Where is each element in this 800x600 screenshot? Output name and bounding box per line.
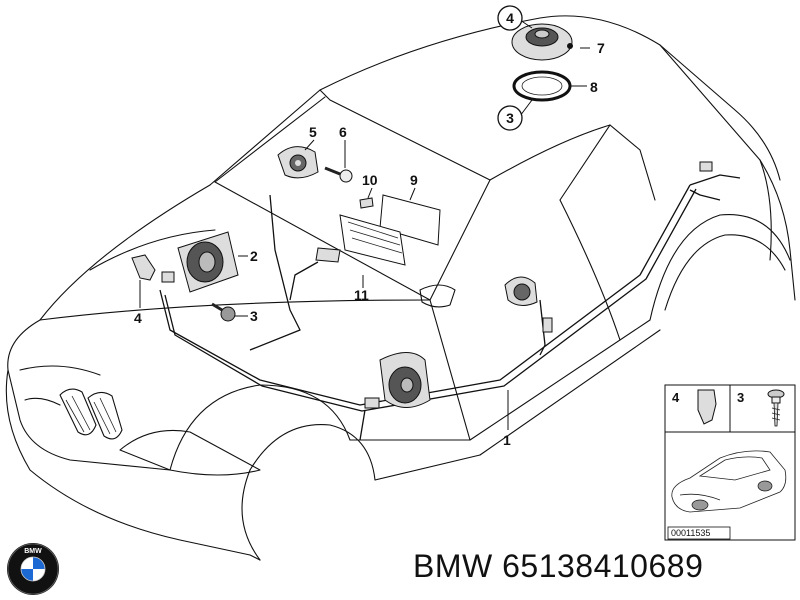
logo-text: BMW [24, 548, 42, 555]
part-number: 65138410689 [502, 548, 704, 584]
callout-2: 2 [250, 248, 258, 264]
callout-11: 11 [354, 287, 369, 303]
clip-icon [697, 389, 717, 425]
callout-4-top: 4 [506, 10, 514, 26]
callout-3-front: 3 [250, 308, 258, 324]
tweeter [277, 146, 319, 179]
callout-4-front: 4 [134, 310, 142, 326]
callout-3-top: 3 [506, 110, 514, 126]
inset-label-3: 3 [737, 390, 744, 405]
callout-3-circle [497, 105, 523, 131]
callout-9: 9 [410, 172, 418, 188]
callout-7: 7 [597, 40, 605, 56]
mid-speaker [504, 276, 538, 306]
rear-connector-icon [699, 161, 713, 172]
inset-box: 4 3 00011535 [664, 384, 796, 541]
connector-icon [542, 317, 553, 333]
wiring-harness [159, 161, 741, 441]
callout-6: 6 [339, 124, 347, 140]
amplifier-parts [315, 194, 441, 266]
brand-name: BMW [413, 548, 493, 584]
clip-and-screw [131, 254, 236, 322]
part-caption: BMW 65138410689 [413, 548, 703, 585]
callout-1: 1 [503, 432, 511, 448]
callout-5: 5 [309, 124, 317, 140]
car-outline [5, 15, 796, 561]
screw-icon [767, 389, 785, 427]
rear-speaker-assembly [511, 23, 573, 102]
bmw-logo: BMW [7, 543, 59, 595]
callout-10: 10 [362, 172, 378, 188]
front-speaker [177, 231, 239, 293]
callout-8: 8 [590, 79, 598, 95]
inset-label-4: 4 [672, 390, 680, 405]
screw-6 [324, 166, 353, 183]
door-speaker [364, 352, 431, 409]
callouts: 4 3 7 8 5 6 10 9 2 4 3 11 1 [134, 5, 605, 448]
leader-lines [139, 19, 590, 430]
callout-4-circle [497, 5, 523, 31]
mini-car-icon [671, 450, 787, 513]
inset-code: 00011535 [671, 528, 710, 538]
